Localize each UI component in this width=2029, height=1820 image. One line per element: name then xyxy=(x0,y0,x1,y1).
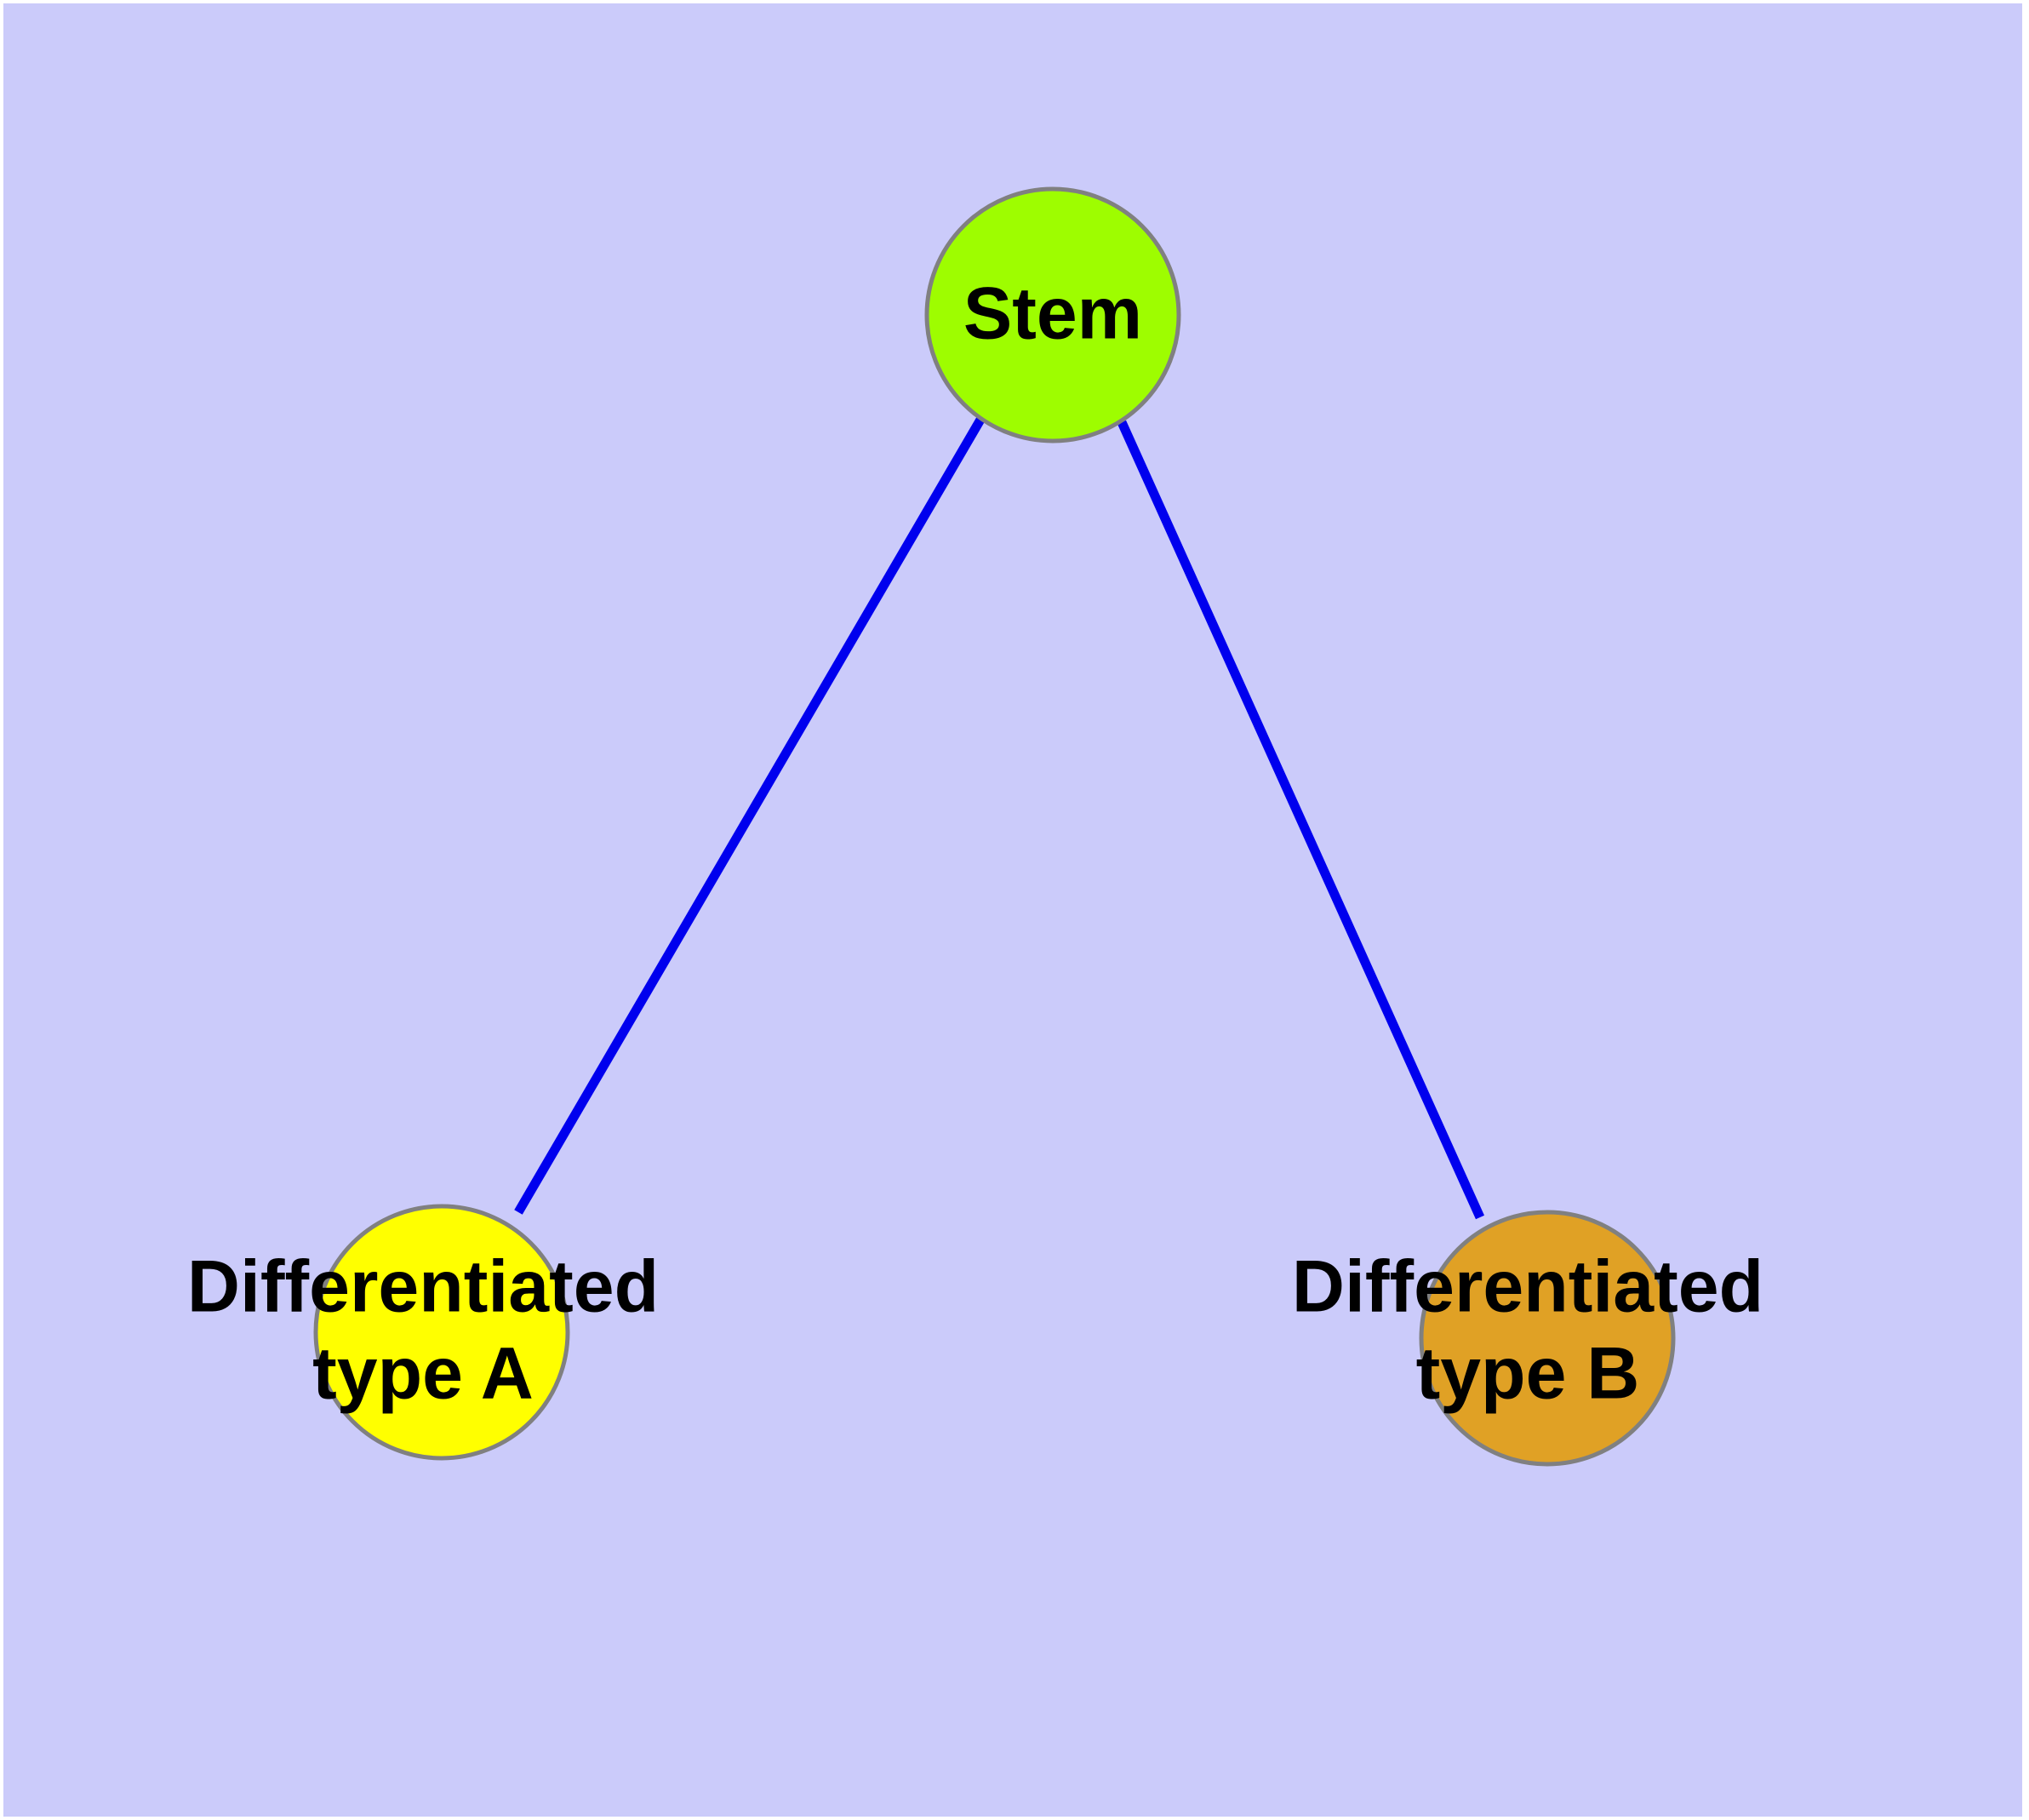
node-differentiated-type-a-label-line2: type A xyxy=(312,1333,534,1415)
node-stem[interactable] xyxy=(924,186,1181,444)
label-layer: Stem Differentiated type A Differentiate… xyxy=(187,273,1763,1415)
node-layer xyxy=(313,186,1676,1467)
node-stem-circle[interactable] xyxy=(924,186,1181,444)
node-differentiated-type-b-circle[interactable] xyxy=(1419,1210,1676,1467)
node-differentiated-type-b-label-line1: Differentiated xyxy=(1292,1246,1763,1328)
node-differentiated-type-a-label-line1: Differentiated xyxy=(187,1246,659,1328)
edge-stem-to-differentiated-type-a[interactable] xyxy=(514,417,985,1215)
node-stem-label: Stem xyxy=(963,273,1142,355)
node-differentiated-type-a-circle[interactable] xyxy=(313,1204,570,1461)
edge-stem-to-differentiated-type-b[interactable] xyxy=(1117,420,1485,1220)
edge-layer xyxy=(514,417,1485,1220)
node-differentiated-type-a[interactable] xyxy=(313,1204,570,1461)
node-differentiated-type-b[interactable] xyxy=(1419,1210,1676,1467)
node-differentiated-type-b-label-line2: type B xyxy=(1416,1333,1640,1415)
